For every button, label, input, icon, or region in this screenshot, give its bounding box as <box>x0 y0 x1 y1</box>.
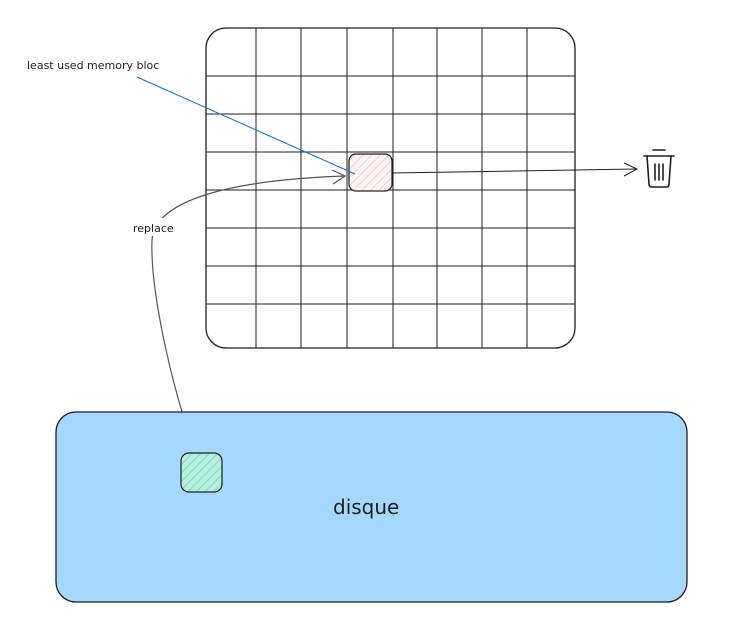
memory-grid-lines <box>206 28 575 348</box>
trash-icon <box>643 149 675 188</box>
replace-arrow <box>151 169 347 454</box>
lru-annotation-label: least used memory bloc <box>27 59 159 72</box>
lru-memory-block <box>348 153 393 192</box>
disk-block <box>180 452 223 493</box>
evict-arrow <box>391 162 639 177</box>
lru-annotation-line <box>136 76 356 175</box>
disk <box>55 411 688 603</box>
disk-label: disque <box>333 495 399 519</box>
replace-label: replace <box>133 222 174 235</box>
replace-label-background <box>130 218 184 236</box>
